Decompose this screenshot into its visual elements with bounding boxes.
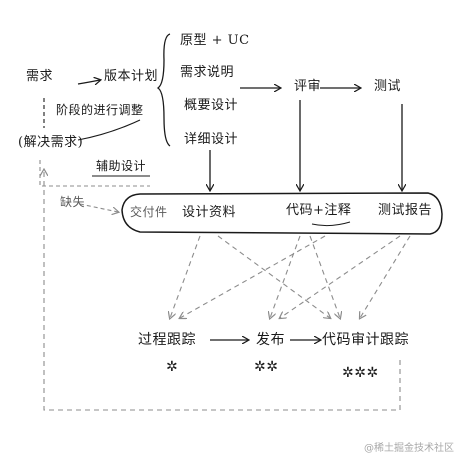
node-stage-goals: 阶段的进行调整 [56,103,144,117]
node-process-track: 过程跟踪 [138,332,196,348]
build-track-rating: ✲✲✲ [342,365,379,381]
underline-comments [311,221,351,227]
node-req-spec: 需求说明 [180,65,235,80]
dashed-bottom-feedback [44,170,401,411]
node-design-docs: 设计资料 [182,205,237,220]
dashed-design-to-process [170,235,201,318]
watermark: @稀土掘金技术社区 [364,443,454,454]
process-track-rating: ✲ [166,359,179,375]
node-requirements: 需求 [26,69,54,84]
node-detail-design: 详细设计 [184,132,239,147]
node-release-plan: 版本计划 [104,69,159,84]
node-missing: 缺失 [60,195,86,209]
node-release: 发布 [256,332,285,348]
dashed-test-to-build [360,235,411,318]
node-solve-problem: (解决需求) [18,135,84,150]
dashed-code-to-release [270,235,301,318]
arrow-requirements-to-plan [77,80,100,84]
node-review: 评审 [294,79,322,94]
release-rating: ✲✲ [254,359,279,375]
node-code-comments: 代码+注释 [286,203,352,218]
dashed-code-to-build [309,235,340,318]
dashed-test-to-release [280,235,401,318]
brace-design-group [156,33,171,147]
arrow-solve-to-plan [77,119,141,141]
node-aux-design: 辅助设计 [96,159,147,173]
node-test-report: 测试报告 [378,203,433,218]
node-build-track: 代码审计跟踪 [322,332,409,348]
node-deliverables: 交付件 [130,205,168,219]
dashed-missing-to-deliverables [79,203,118,212]
node-outline-design: 概要设计 [184,98,239,113]
dashed-code-to-process [180,235,326,318]
node-test: 测试 [374,79,402,94]
node-prototype-uc: 原型 + UC [180,33,250,48]
deliverables-container [121,192,443,235]
